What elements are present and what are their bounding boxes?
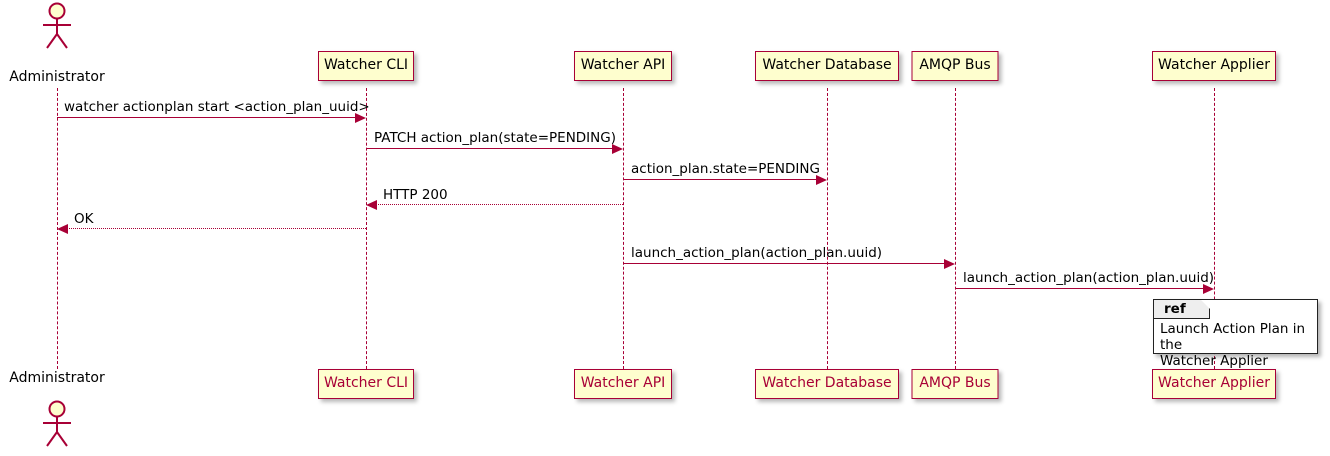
participant-db-bottom: Watcher Database bbox=[755, 369, 899, 399]
lifeline-cli bbox=[366, 88, 367, 369]
participant-applier-top: Watcher Applier bbox=[1152, 51, 1276, 81]
message-arrowhead-5 bbox=[944, 258, 955, 269]
message-arrowhead-6 bbox=[1203, 283, 1214, 294]
message-label-2: action_plan.state=PENDING bbox=[631, 161, 820, 177]
message-line-0 bbox=[57, 117, 357, 118]
participant-api-bottom: Watcher API bbox=[574, 369, 672, 399]
message-arrowhead-0 bbox=[355, 112, 366, 123]
message-line-5 bbox=[623, 263, 946, 264]
ref-body-line-2: Watcher Applier bbox=[1160, 353, 1268, 369]
message-label-5: launch_action_plan(action_plan.uuid) bbox=[631, 245, 883, 261]
actor-label-admin-bottom: Administrator bbox=[9, 370, 105, 386]
participant-amqp-bottom: AMQP Bus bbox=[911, 369, 999, 399]
ref-body-line-1: Launch Action Plan in the bbox=[1160, 321, 1306, 353]
participant-db-top: Watcher Database bbox=[755, 51, 899, 81]
participant-cli-top: Watcher CLI bbox=[318, 51, 414, 81]
message-arrowhead-1 bbox=[612, 143, 623, 154]
lifeline-db bbox=[827, 88, 828, 369]
message-label-6: launch_action_plan(action_plan.uuid) bbox=[963, 270, 1215, 286]
ref-keyword-label: ref bbox=[1154, 300, 1210, 319]
lifeline-amqp bbox=[955, 88, 956, 369]
message-label-4: OK bbox=[74, 211, 94, 227]
message-line-4 bbox=[66, 228, 366, 229]
lifeline-applier bbox=[1214, 88, 1215, 369]
actor-label-admin-top: Administrator bbox=[9, 69, 105, 85]
message-line-6 bbox=[955, 288, 1205, 289]
actor-admin-bottom bbox=[35, 400, 79, 448]
actor-admin-top bbox=[35, 2, 79, 50]
participant-amqp-top: AMQP Bus bbox=[911, 51, 999, 81]
message-label-0: watcher actionplan start <action_plan_uu… bbox=[64, 99, 370, 115]
message-label-3: HTTP 200 bbox=[383, 187, 448, 203]
message-arrowhead-4 bbox=[57, 223, 68, 234]
message-label-1: PATCH action_plan(state=PENDING) bbox=[374, 130, 616, 146]
participant-api-top: Watcher API bbox=[574, 51, 672, 81]
lifeline-api bbox=[623, 88, 624, 369]
message-line-3 bbox=[375, 204, 623, 205]
message-line-1 bbox=[366, 148, 614, 149]
message-arrowhead-3 bbox=[366, 199, 377, 210]
message-line-2 bbox=[623, 179, 818, 180]
participant-applier-bottom: Watcher Applier bbox=[1152, 369, 1276, 399]
message-arrowhead-2 bbox=[816, 174, 827, 185]
participant-cli-bottom: Watcher CLI bbox=[318, 369, 414, 399]
